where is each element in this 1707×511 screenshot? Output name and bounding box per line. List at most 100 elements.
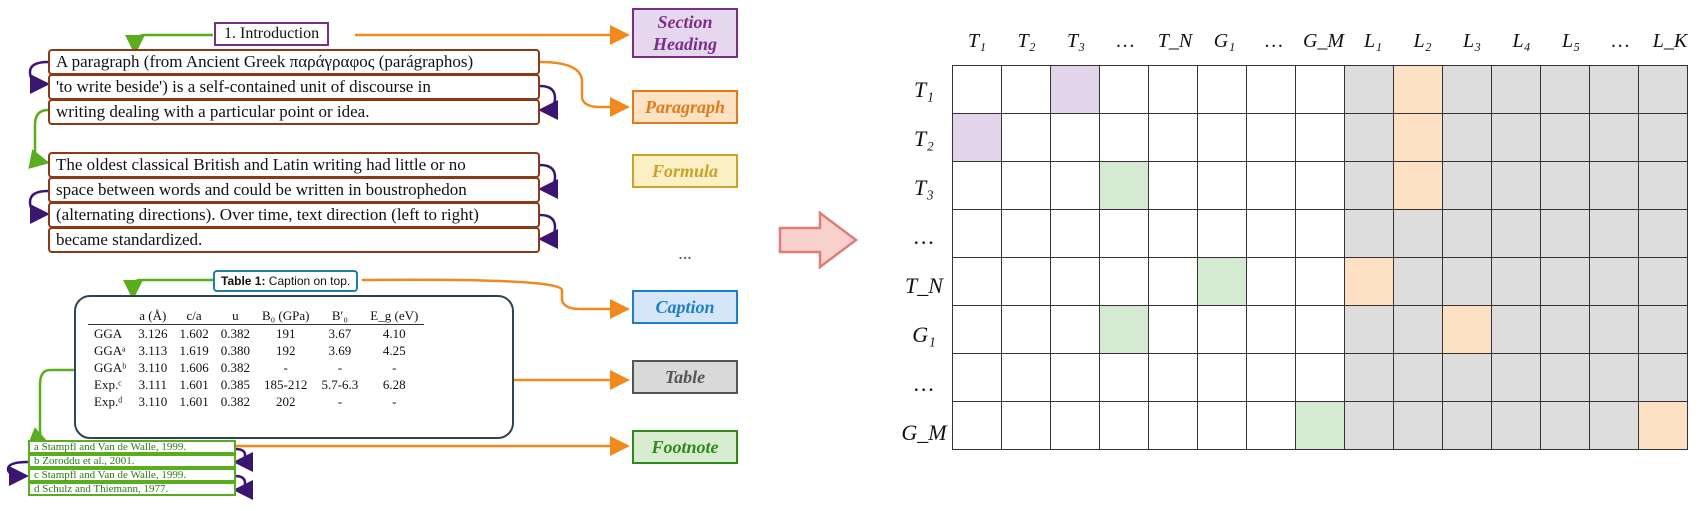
- table-cell: 1.601: [179, 393, 209, 409]
- matrix-row: [952, 113, 1688, 162]
- matrix-col-header: T₂: [1017, 30, 1036, 52]
- matrix-cell: [1344, 401, 1394, 450]
- paragraph-line: writing dealing with a particular point …: [48, 99, 540, 125]
- paragraph-line: 'to write beside') is a self-contained u…: [48, 74, 540, 100]
- matrix-cell: [1589, 257, 1639, 306]
- matrix-col-header: L_K: [1652, 30, 1688, 52]
- matrix-col-header: L₅: [1561, 30, 1581, 52]
- matrix-cell: [1001, 353, 1051, 402]
- matrix-col-header: L₃: [1462, 30, 1482, 52]
- table-cell: Exp.ᶜ: [94, 376, 122, 392]
- matrix-col-header: T_N: [1157, 30, 1193, 52]
- table-cell: 5.7-6.3: [321, 376, 359, 392]
- matrix-row: [952, 161, 1688, 210]
- matrix-cell: [1344, 305, 1394, 354]
- matrix-row-header: …: [914, 371, 934, 396]
- matrix-row: [952, 305, 1688, 354]
- matrix-cell-highlight: [1344, 257, 1394, 306]
- matrix-cell: [1197, 161, 1247, 210]
- matrix-cell: [1393, 209, 1443, 258]
- matrix-cell: [1442, 65, 1492, 114]
- matrix-cell: [952, 401, 1002, 450]
- table-cell: 3.67: [328, 325, 352, 341]
- matrix-col-header: …: [1116, 30, 1135, 52]
- table-header-cell: a (Å): [139, 307, 167, 323]
- matrix-cell: [1540, 209, 1590, 258]
- table-cell: 191: [275, 325, 296, 341]
- table-cell: 0.380: [220, 342, 250, 358]
- matrix-cell: [1050, 257, 1100, 306]
- matrix-cell: [1589, 65, 1639, 114]
- matrix-cell: [952, 161, 1002, 210]
- relation-matrix: [952, 65, 1688, 450]
- table-header-cell: B′₀: [331, 307, 348, 323]
- matrix-cell: [1393, 401, 1443, 450]
- matrix-cell: [1442, 113, 1492, 162]
- table-cell: 3.110: [138, 359, 168, 375]
- legend-item: Caption: [632, 290, 738, 324]
- matrix-cell: [1589, 113, 1639, 162]
- table-cell: GGAᵇ: [94, 359, 127, 375]
- matrix-cell: [1148, 65, 1198, 114]
- table-cell: 3.126: [138, 325, 168, 341]
- matrix-cell: [1344, 161, 1394, 210]
- matrix-cell: [952, 353, 1002, 402]
- matrix-cell: [1589, 401, 1639, 450]
- matrix-cell: [1442, 209, 1492, 258]
- matrix-cell: [1246, 257, 1296, 306]
- table-cell: 3.110: [138, 393, 168, 409]
- paragraph-line: The oldest classical British and Latin w…: [48, 152, 540, 178]
- matrix-row-header: T_N: [905, 273, 943, 298]
- matrix-cell: [1099, 401, 1149, 450]
- matrix-cell: [952, 257, 1002, 306]
- matrix-cell: [1540, 353, 1590, 402]
- matrix-cell: [1589, 161, 1639, 210]
- table-cell: 192: [275, 342, 296, 358]
- matrix-cell: [1295, 353, 1345, 402]
- table-cell: 4.25: [382, 342, 406, 358]
- table-cell: 1.601: [179, 376, 209, 392]
- matrix-cell: [1197, 353, 1247, 402]
- table-cell: -: [392, 359, 397, 375]
- matrix-cell: [1491, 113, 1541, 162]
- table-cell: GGAᵃ: [94, 342, 126, 358]
- matrix-cell: [1295, 305, 1345, 354]
- matrix-cell: [1099, 353, 1149, 402]
- table-cell: -: [337, 393, 343, 409]
- matrix-cell: [1001, 257, 1051, 306]
- footnote-line: b Zoroddu et al., 2001.: [28, 454, 236, 468]
- footnote-line: a Stampfl and Van de Walle, 1999.: [28, 440, 236, 454]
- matrix-col-header: L₂: [1413, 30, 1432, 52]
- matrix-cell: [1540, 161, 1590, 210]
- matrix-col-header: …: [1611, 30, 1630, 52]
- table-cell: 0.385: [220, 376, 250, 392]
- matrix-cell: [1393, 305, 1443, 354]
- matrix-cell: [1491, 305, 1541, 354]
- matrix-row-header: G_M: [901, 420, 947, 445]
- matrix-cell: [1638, 65, 1688, 114]
- connector-lines: [6, 25, 630, 500]
- matrix-row-header: …: [914, 224, 934, 249]
- table-cell: -: [392, 393, 397, 409]
- matrix-cell: [1099, 209, 1149, 258]
- section-heading-box: 1. Introduction: [214, 22, 330, 46]
- table-cell: 4.10: [382, 325, 406, 341]
- matrix-cell: [1001, 305, 1051, 354]
- matrix-cell: [1491, 209, 1541, 258]
- matrix-cell: [1295, 113, 1345, 162]
- matrix-cell-highlight: [1099, 161, 1149, 210]
- paragraph-line: A paragraph (from Ancient Greek παράγραφ…: [48, 49, 540, 75]
- matrix-cell: [1638, 113, 1688, 162]
- table-cell: Exp.ᵈ: [94, 393, 123, 409]
- matrix-row: [952, 65, 1688, 114]
- matrix-cell-highlight: [1197, 257, 1247, 306]
- matrix-cell: [1540, 257, 1590, 306]
- matrix-row: [952, 209, 1688, 258]
- matrix-cell: [1246, 353, 1296, 402]
- matrix-cell-highlight: [952, 113, 1002, 162]
- matrix-cell: [1246, 305, 1296, 354]
